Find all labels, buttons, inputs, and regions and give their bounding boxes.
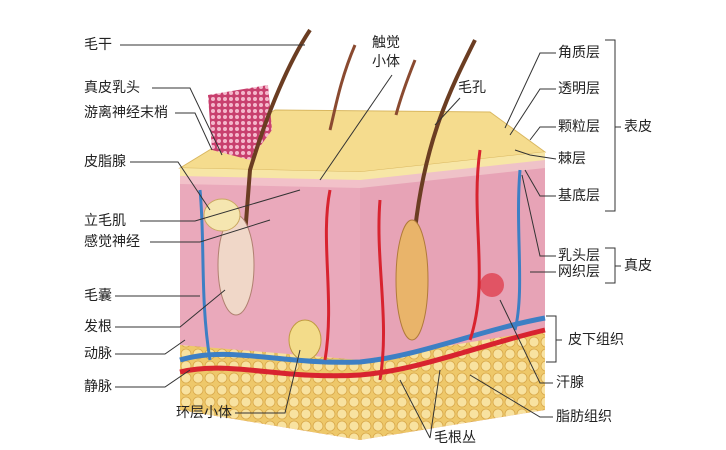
label-hair-root-plexus: 毛根丛 (434, 430, 476, 446)
label-sensory-nerve: 感觉神经 (84, 234, 140, 250)
label-epidermis: 表皮 (624, 119, 652, 135)
label-papillary-layer: 乳头层 (558, 248, 600, 264)
artery (179, 327, 546, 379)
leader-lines (115, 44, 557, 439)
label-free-nerve-endings: 游离神经末梢 (84, 105, 168, 121)
label-tactile-corpuscle-1: 触觉 (372, 35, 400, 51)
lamellar-corpuscle (288, 319, 322, 361)
label-artery: 动脉 (84, 346, 112, 362)
label-adipose-tissue: 脂肪组织 (556, 409, 612, 425)
label-hair-shaft: 毛干 (84, 37, 112, 53)
dermal-papilla (208, 85, 272, 160)
label-stratum-lucidum: 透明层 (558, 81, 600, 97)
label-stratum-spinosum: 棘层 (558, 151, 586, 167)
label-lamellar-corpuscle: 环层小体 (176, 405, 232, 421)
label-hair-root: 发根 (84, 319, 112, 335)
label-reticular-layer: 网织层 (558, 264, 600, 280)
label-dermal-papilla: 真皮乳头 (84, 80, 140, 96)
label-dermis: 真皮 (624, 258, 652, 274)
hair-shaft (238, 28, 312, 301)
label-hair-follicle: 毛囊 (84, 288, 112, 304)
sweat-gland (480, 273, 504, 297)
label-sebaceous-gland: 皮脂腺 (84, 154, 126, 170)
label-stratum-corneum: 角质层 (558, 45, 600, 61)
label-pore: 毛孔 (458, 80, 486, 96)
fat-side (360, 330, 545, 440)
label-stratum-basale: 基底层 (558, 188, 600, 204)
label-subcutis: 皮下组织 (568, 332, 624, 348)
brackets (546, 39, 621, 363)
label-vein: 静脉 (84, 379, 112, 395)
label-tactile-corpuscle-2: 小体 (372, 54, 400, 70)
label-sweat-gland: 汗腺 (556, 375, 584, 391)
vein (179, 315, 546, 365)
label-arrector-pili: 立毛肌 (84, 213, 126, 229)
label-stratum-granulosum: 颗粒层 (558, 119, 600, 135)
sebaceous-gland (203, 198, 241, 232)
